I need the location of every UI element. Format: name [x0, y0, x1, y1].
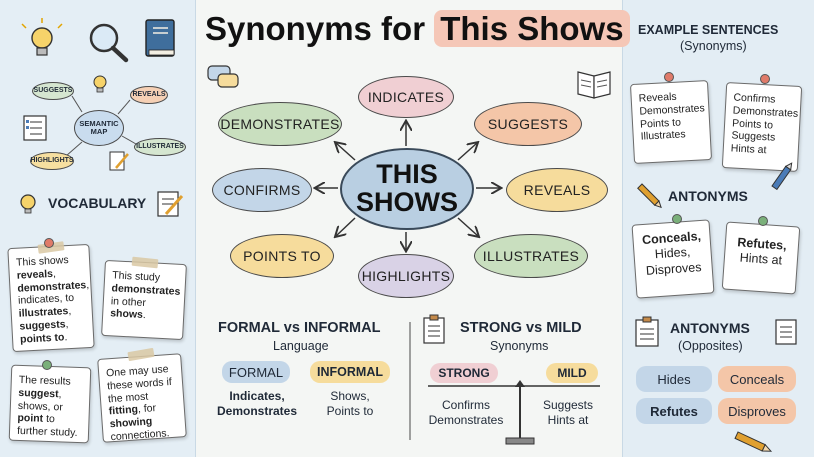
pen-icon	[771, 162, 793, 191]
synonym-points-to: POINTS TO	[230, 234, 334, 278]
synonym-reveals: REVEALS	[506, 168, 608, 212]
formal-informal-heading: FORMAL vs INFORMAL	[218, 320, 381, 336]
informal-words: Shows, Points to	[326, 389, 374, 418]
synonym-indicates: INDICATES	[358, 76, 454, 118]
formal-informal-sub: Language	[273, 339, 329, 353]
opposite-conceals: Conceals	[718, 366, 796, 392]
opposite-hides: Hides	[636, 366, 712, 392]
small-lightbulb-icon	[93, 75, 107, 93]
strong-mild-heading: STRONG vs MILD	[460, 320, 582, 336]
map-item-reveals: REVEALS	[130, 86, 168, 104]
example-heading: EXAMPLE SENTENCES	[638, 23, 779, 37]
opposites-clipboard-icon	[635, 316, 659, 347]
opposite-refutes: Refutes	[636, 398, 712, 424]
vocab-lightbulb-icon	[20, 194, 36, 214]
pencil-note-icon	[109, 151, 129, 171]
formal-words: Indicates, Demonstrates	[216, 389, 298, 418]
vocabulary-heading: VOCABULARY	[48, 195, 147, 211]
opposite-disproves: Disproves	[718, 398, 796, 424]
mild-label: MILD	[546, 363, 598, 383]
synonym-suggests: SUGGESTS	[474, 102, 582, 146]
map-item-highlights: HIGHLIGHTS	[30, 152, 74, 170]
map-item-suggests: SUGGESTS	[32, 82, 74, 100]
speech-bubble-icon	[207, 65, 239, 88]
pin-icon	[760, 74, 770, 84]
strong-mild-sub: Synonyms	[490, 339, 549, 353]
antonyms-heading: ANTONYMS	[668, 188, 748, 204]
clipboard-icon	[423, 314, 445, 344]
synonym-demonstrates: DEMONSTRATES	[218, 102, 342, 146]
opposites-heading: ANTONYMS	[670, 320, 750, 336]
page-title: Synonyms for This Shows	[205, 10, 630, 48]
vocab-notepad-icon	[157, 191, 184, 217]
example-sub: (Synonyms)	[680, 39, 747, 53]
core-line-2: SHOWS	[355, 187, 458, 217]
book-icon	[145, 19, 175, 57]
strong-label: STRONG	[430, 363, 498, 383]
magnifier-icon	[89, 23, 129, 63]
pin-icon	[42, 360, 52, 370]
title-highlight: This Shows	[434, 10, 630, 47]
lightbulb-icon	[21, 18, 63, 56]
bottom-pencil-icon	[734, 431, 773, 452]
pin-icon	[672, 214, 682, 224]
open-book-icon	[577, 71, 611, 99]
antonym-note-1: Conceals,Hides,Disproves	[631, 219, 715, 299]
pin-icon	[758, 216, 768, 226]
strong-words: Confirms Demonstrates	[428, 398, 504, 427]
map-item-illustrates: ILLUSTRATES	[134, 138, 186, 156]
pencil-icon	[637, 183, 662, 209]
informal-label: INFORMAL	[310, 361, 390, 383]
synonym-confirms: CONFIRMS	[212, 168, 312, 212]
antonym-note-2: Refutes,Hints at	[721, 221, 801, 295]
mild-words: Suggests Hints at	[542, 398, 594, 427]
synonym-illustrates: ILLUSTRATES	[474, 234, 588, 278]
synonym-highlights: HIGHLIGHTS	[358, 254, 454, 298]
balance-scale-icon	[428, 380, 600, 445]
map-center-node: SEMANTIC MAP	[74, 110, 124, 146]
formal-label: FORMAL	[222, 361, 290, 383]
checklist-icon	[23, 115, 47, 141]
opposites-notepad-icon	[775, 319, 797, 345]
core-line-1: THIS	[376, 159, 438, 190]
opposites-sub: (Opposites)	[678, 339, 743, 353]
pin-icon	[664, 72, 674, 82]
pin-icon	[44, 238, 54, 248]
core-phrase-node: THIS SHOWS	[340, 148, 474, 230]
title-prefix: Synonyms for	[205, 10, 426, 47]
